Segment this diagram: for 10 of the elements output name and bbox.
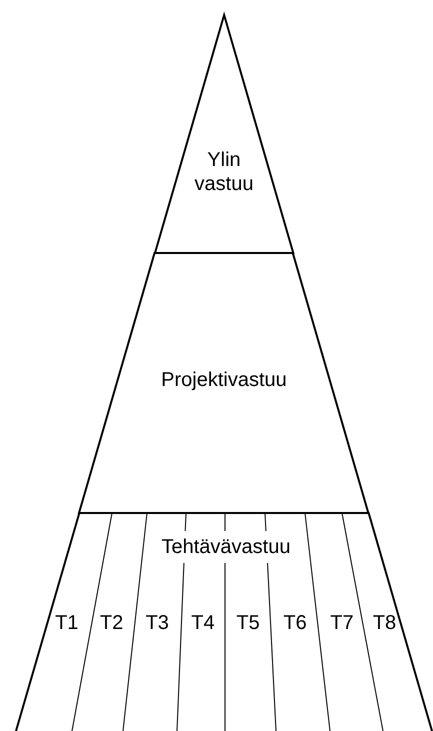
- column-label: T6: [282, 611, 308, 635]
- column-label: T3: [144, 611, 170, 635]
- column-label: T8: [372, 611, 398, 635]
- column-label: T4: [190, 611, 216, 635]
- level-label: Projektivastuu: [160, 368, 288, 392]
- level-label: Ylin vastuu: [194, 148, 254, 196]
- column-label: T7: [329, 611, 355, 635]
- column-label: T1: [54, 611, 80, 635]
- column-label: T2: [98, 611, 124, 635]
- column-label: T5: [235, 611, 261, 635]
